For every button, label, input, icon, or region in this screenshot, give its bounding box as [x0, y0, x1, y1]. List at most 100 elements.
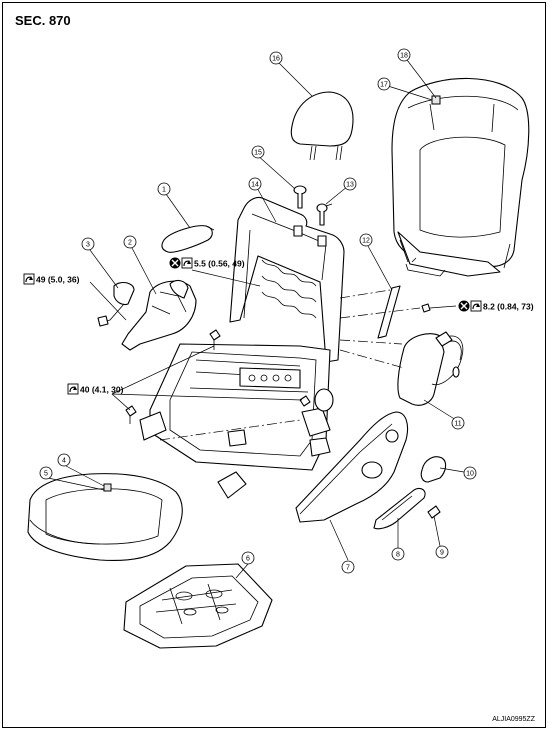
callout-6: 6	[241, 551, 255, 565]
svg-text:15: 15	[254, 150, 262, 157]
callout-14: 14	[248, 177, 262, 191]
svg-text:8: 8	[396, 552, 400, 559]
assembly-line-2	[339, 307, 421, 319]
svg-text:3: 3	[86, 242, 90, 249]
seatback-label-tag	[431, 95, 441, 105]
leader-t3	[429, 305, 457, 309]
seat-cushion-trim-cover	[27, 473, 183, 561]
svg-text:5.5 (0.56, 49): 5.5 (0.56, 49)	[194, 259, 245, 269]
callout-12: 12	[359, 233, 373, 247]
finisher-clip	[427, 505, 441, 519]
seat-belt-buckle	[97, 281, 135, 327]
svg-text:13: 13	[346, 182, 354, 189]
callout-15: 15	[251, 145, 265, 159]
leader-14	[255, 185, 277, 223]
leader-11	[423, 399, 457, 421]
assembly-line-4	[339, 349, 405, 369]
svg-text:40 (4.1, 30): 40 (4.1, 30)	[80, 385, 124, 395]
callout-3: 3	[81, 237, 95, 251]
callout-9: 9	[435, 545, 449, 559]
cushion-label-tag	[103, 483, 112, 492]
bolt-lower	[125, 405, 137, 424]
torque-spec-t3: 8.2 (0.84, 73)	[458, 300, 534, 312]
assembly-line-3	[339, 339, 403, 345]
leader-18	[403, 55, 437, 99]
leader-1	[165, 193, 191, 229]
leader-t2	[191, 269, 261, 287]
callout-7: 7	[341, 560, 355, 574]
svg-text:11: 11	[454, 421, 461, 428]
callout-17: 17	[377, 77, 391, 91]
leader-12	[367, 245, 393, 291]
airbag-nut	[421, 303, 431, 313]
callout-11: 11	[451, 416, 465, 430]
assembly-line-5	[159, 419, 301, 441]
headrest-guide-lock	[293, 185, 307, 209]
seatback-frame	[229, 196, 345, 363]
svg-text:14: 14	[251, 182, 259, 189]
leader-t4a	[111, 345, 215, 395]
leader-16	[275, 59, 313, 97]
always-replace-icon	[169, 257, 181, 269]
callout-4: 4	[57, 453, 71, 467]
callout-10: 10	[463, 466, 477, 480]
seat-belt-buckle-cover	[121, 279, 197, 351]
callout-16: 16	[269, 51, 283, 65]
svg-text:17: 17	[380, 82, 388, 89]
callout-18: 18	[397, 48, 411, 62]
torque-spec-t2: 5.5 (0.56, 49)	[169, 257, 245, 269]
always-replace-icon	[458, 300, 470, 312]
bolt-right	[299, 395, 311, 407]
svg-text:49 (5.0, 36): 49 (5.0, 36)	[36, 275, 80, 285]
callout-2: 2	[123, 235, 137, 249]
svg-text:6: 6	[246, 556, 250, 563]
seat-cushion-frame	[139, 343, 334, 499]
tightening-torque-icon	[181, 257, 193, 269]
seat-cushion-pad	[123, 563, 273, 649]
torque-spec-t1: 49 (5.0, 36)	[23, 273, 80, 285]
callout-13: 13	[343, 177, 357, 191]
callout-5: 5	[39, 466, 53, 480]
seat-cushion-side-finisher	[295, 411, 409, 523]
svg-text:16: 16	[272, 56, 280, 63]
svg-text:9: 9	[440, 550, 444, 557]
leader-t4b	[111, 393, 131, 411]
svg-text:7: 7	[346, 565, 350, 572]
leader-7	[329, 519, 349, 561]
svg-text:4: 4	[62, 458, 66, 465]
side-airbag-module	[397, 331, 464, 406]
figure-code: ALJIA0995ZZ	[492, 716, 535, 723]
armrest-finisher	[161, 225, 215, 253]
svg-text:8.2 (0.84, 73): 8.2 (0.84, 73)	[483, 302, 534, 312]
headrest	[290, 91, 354, 161]
section-title: SEC. 870	[15, 13, 71, 28]
svg-text:18: 18	[400, 53, 408, 60]
recliner-lever-knob	[373, 487, 426, 530]
svg-text:2: 2	[128, 240, 132, 247]
tightening-torque-icon	[23, 273, 35, 285]
slide-lever-knob	[420, 456, 447, 483]
leader-6	[235, 563, 249, 579]
svg-text:10: 10	[466, 471, 474, 478]
leader-t4c	[111, 393, 303, 401]
tightening-torque-icon	[470, 300, 482, 312]
leader-10	[439, 467, 465, 473]
leader-t1	[89, 281, 127, 321]
leader-17	[387, 85, 433, 101]
headrest-guide-free	[316, 203, 333, 226]
leader-9	[433, 515, 441, 547]
leader-5	[47, 477, 105, 491]
seatback-trim-cover	[391, 77, 530, 277]
leader-13	[325, 185, 349, 205]
tightening-torque-icon	[67, 383, 79, 395]
svg-text:12: 12	[362, 238, 370, 245]
callout-8: 8	[391, 547, 405, 561]
bolt-upper	[209, 329, 221, 350]
leader-3	[89, 249, 119, 289]
svg-text:1: 1	[162, 187, 166, 194]
leader-2	[131, 247, 157, 295]
assembly-line-1	[339, 289, 391, 299]
leader-15	[255, 153, 295, 189]
svg-text:5: 5	[44, 471, 48, 478]
